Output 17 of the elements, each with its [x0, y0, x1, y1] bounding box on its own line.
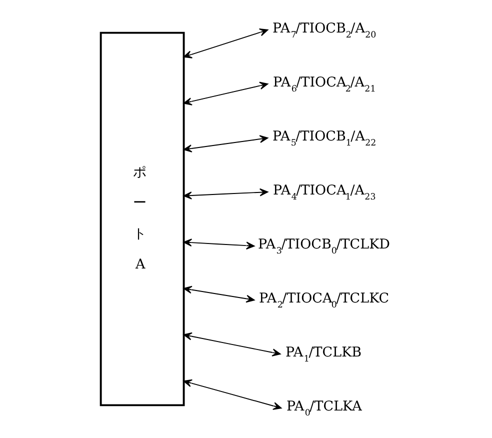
node-box: ポートA — [99, 32, 184, 406]
arrow — [182, 332, 280, 356]
arrow — [182, 82, 268, 106]
arrow — [182, 188, 268, 200]
node-text: PA$_{6}$/TIOCA$_{2}$/A$_{21}$ — [272, 74, 376, 95]
node-text: PA$_{0}$/TCLKA — [286, 398, 362, 419]
node-text: PA$_{7}$/TIOCB$_{2}$/A$_{20}$ — [272, 20, 376, 41]
node-text: PA$_{2}$/TIOCA$_{0}$/TCLKC — [258, 290, 389, 311]
arrow — [182, 135, 268, 152]
arrow — [182, 286, 254, 303]
arrow — [182, 28, 268, 58]
node-text: PA$_{4}$/TIOCA$_{1}$/A$_{23}$ — [272, 182, 376, 203]
arrow — [182, 379, 282, 410]
node-text: PA$_{3}$/TIOCB$_{0}$/TCLKD — [258, 236, 390, 257]
node-text: PA$_{5}$/TIOCB$_{1}$/A$_{22}$ — [272, 128, 376, 149]
arrow — [182, 238, 254, 250]
node-text: PA$_{1}$/TCLKB — [285, 344, 362, 365]
